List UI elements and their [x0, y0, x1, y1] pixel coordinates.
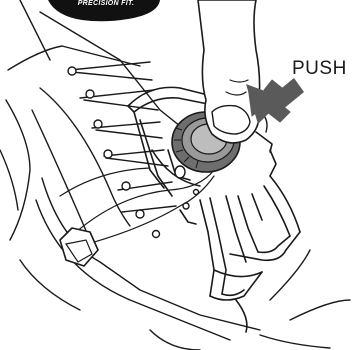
push-instruction-label: PUSH	[292, 58, 347, 80]
lace-guide-clip	[60, 228, 98, 266]
brand-tagline: PRECISION FIT.	[56, 0, 156, 7]
pressing-hand	[198, 0, 267, 143]
lace-area	[32, 62, 176, 240]
